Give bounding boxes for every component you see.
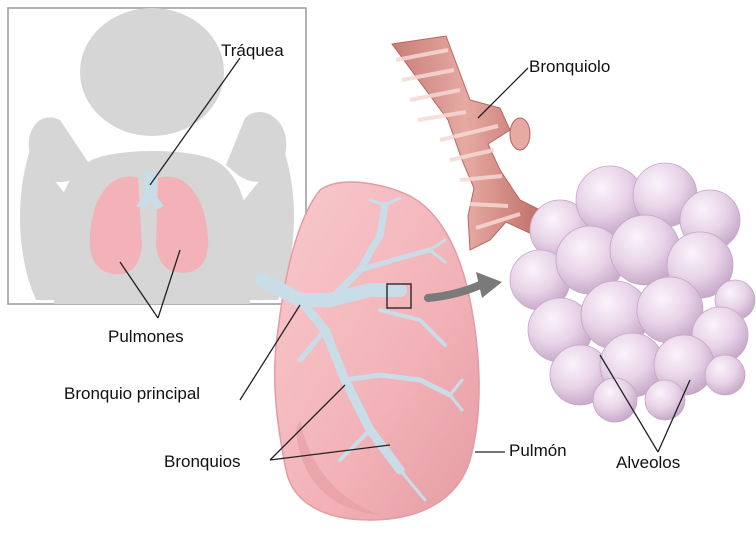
label-lung: Pulmón bbox=[509, 442, 567, 459]
label-bronchi: Bronquios bbox=[164, 453, 241, 470]
label-alveoli: Alveolos bbox=[616, 454, 680, 471]
alveoli-cluster bbox=[510, 163, 755, 422]
label-bronchiole: Bronquiolo bbox=[529, 58, 610, 75]
label-trachea: Tráquea bbox=[221, 42, 284, 59]
label-main-bronchus: Bronquio principal bbox=[64, 385, 200, 402]
leader-bronchiole bbox=[478, 68, 528, 118]
label-lungs: Pulmones bbox=[108, 328, 184, 345]
